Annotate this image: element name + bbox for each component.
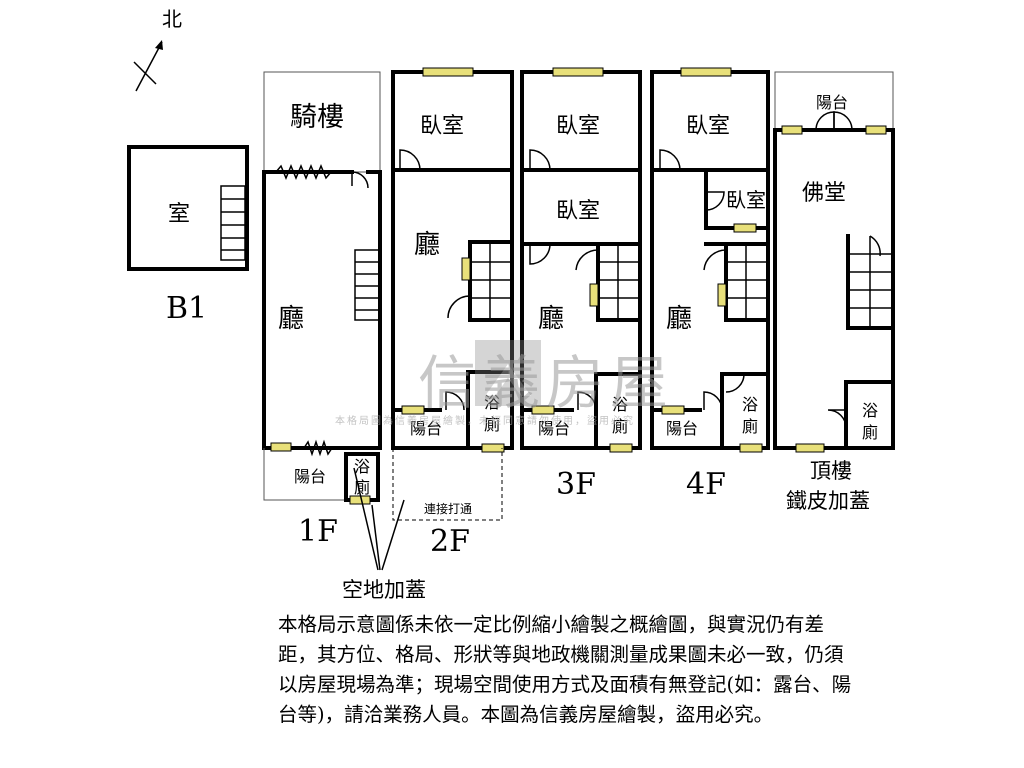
4f-stairs [703, 242, 770, 322]
4f-bedroom2-label: 臥室 [726, 188, 766, 212]
4f-bath-label-line1: 浴 [742, 395, 758, 414]
watermark-subtext: 本格局圖為信義房屋繪製，未經同意請勿使用，盜用必究 [335, 416, 635, 427]
2f-balcony-label: 陽台 [410, 419, 442, 438]
roof-bath-label-line2: 廁 [862, 423, 878, 442]
roof-balcony-label: 陽台 [816, 93, 848, 112]
4f-bath-label-line2: 廁 [742, 417, 758, 436]
b1-stairs [220, 185, 246, 261]
1f-arcade-label: 騎樓 [290, 102, 344, 133]
roof-shrine-label: 佛堂 [802, 181, 846, 206]
floor-b1: 室 B1 [127, 145, 249, 326]
3f-bath-label-line1: 浴 [612, 395, 628, 414]
3f-bedroom1-label: 臥室 [556, 114, 600, 139]
floor-4f: 臥室 臥室 廳 浴 廁 陽台 4F [650, 67, 770, 502]
floor-3f: 臥室 臥室 廳 浴 廁 陽台 3F [520, 67, 642, 502]
1f-balcony-label: 陽台 [294, 467, 326, 486]
3f-floor-label: 3F [556, 467, 596, 502]
4f-floor-label: 4F [686, 467, 726, 502]
1f-bath-label-line1: 浴 [354, 457, 370, 476]
2f-bedroom-label: 臥室 [420, 114, 464, 139]
3f-balcony-label: 陽台 [538, 419, 570, 438]
2f-bath-label-line1: 浴 [484, 393, 500, 412]
vacant-land-annotation: 空地加蓋 [342, 467, 426, 602]
b1-floor-label: B1 [166, 291, 207, 326]
3f-bath-label-line2: 廁 [612, 417, 628, 436]
2f-floor-label: 2F [430, 524, 470, 559]
north-compass: 北 [133, 7, 182, 92]
b1-room-label: 室 [168, 202, 190, 227]
floor-roof: 陽台 佛堂 浴 廁 頂樓 鐵皮加蓋 [773, 71, 895, 513]
3f-hall-label: 廳 [538, 304, 564, 334]
watermark-brand: 信義房屋 [418, 349, 675, 417]
roof-stairs [846, 234, 895, 330]
2f-bath-label-line2: 廁 [484, 415, 500, 434]
north-label: 北 [162, 7, 182, 31]
roof-label-line1: 頂樓 [810, 459, 852, 483]
roof-bath-label-line1: 浴 [862, 401, 878, 420]
3f-bedroom2-label: 臥室 [556, 199, 600, 224]
roof-label-line2: 鐵皮加蓋 [786, 489, 870, 513]
2f-hall-label: 廳 [414, 230, 440, 260]
disclaimer-text: 本格局示意圖係未依一定比例縮小繪製之概繪圖，與實況仍有差距，其方位、格局、形狀等… [278, 613, 852, 726]
2f-stairs [447, 240, 514, 322]
floor-1f: 騎樓 廳 陽台 浴 廁 1F [262, 71, 382, 549]
1f-stairs [354, 249, 380, 321]
4f-balcony-label: 陽台 [666, 419, 698, 438]
floor-2f: 臥室 廳 浴 廁 陽台 連接打通 2F [391, 67, 514, 559]
3f-stairs [575, 242, 642, 322]
vacant-land-label: 空地加蓋 [342, 578, 426, 602]
4f-bedroom1-label: 臥室 [686, 114, 730, 139]
1f-floor-label: 1F [298, 514, 338, 549]
2f-connection-note: 連接打通 [424, 501, 472, 516]
1f-hall-label: 廳 [278, 304, 304, 334]
4f-hall-label: 廳 [666, 304, 692, 334]
